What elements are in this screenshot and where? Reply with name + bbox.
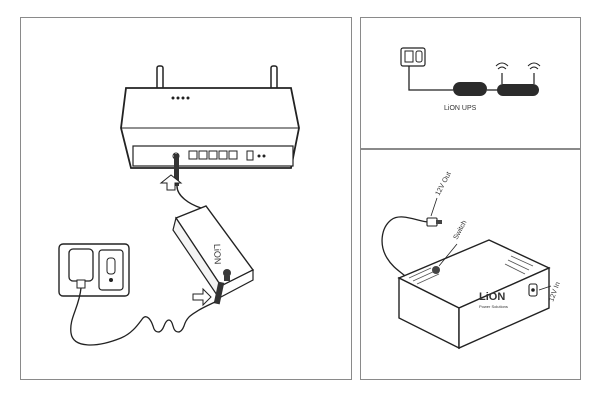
arrow-right-icon [192,287,212,307]
router-reset-button [246,150,254,161]
wall-socket-icon [400,47,426,67]
brand-tagline: Power Solutions [479,304,508,309]
router-power-plug [174,154,179,186]
power-cable [70,287,216,346]
brand-logo: LiON [479,291,505,303]
ups-switch-button [223,269,231,277]
wifi-router [120,87,300,169]
arrow-up-icon [159,174,183,191]
ups-icon [453,82,487,96]
setup-diagram-panel: LiON [20,17,352,380]
port-in-label: 12V In [548,281,562,303]
ups-body-label: LiON [212,244,223,265]
setup-diagram: LiON [58,65,300,346]
ups-device-panel: Switch 12V Out LiON Power Solutions 12V … [360,149,581,380]
adapter-plug [68,248,94,289]
ups-device-illustration: Switch 12V Out LiON Power Solutions 12V … [381,171,562,350]
wifi-signal-icon [495,62,541,70]
ups-box-side [458,266,550,350]
switch-button [432,266,440,274]
ups-power-plug [213,281,225,305]
router-status-leds [171,96,190,100]
lion-ups-unit: LiON [172,205,255,300]
dc-connector-icon [426,217,442,227]
port-out-label: 12V Out [435,171,453,197]
router-lan-ports [188,150,238,160]
connection-overview: LiON UPS [400,47,541,112]
output-cable [381,216,430,277]
ups-label: LiON UPS [444,105,477,112]
switch-label: Switch [453,219,469,241]
router-icon [497,84,539,96]
connection-overview-panel: LiON UPS [360,17,581,149]
